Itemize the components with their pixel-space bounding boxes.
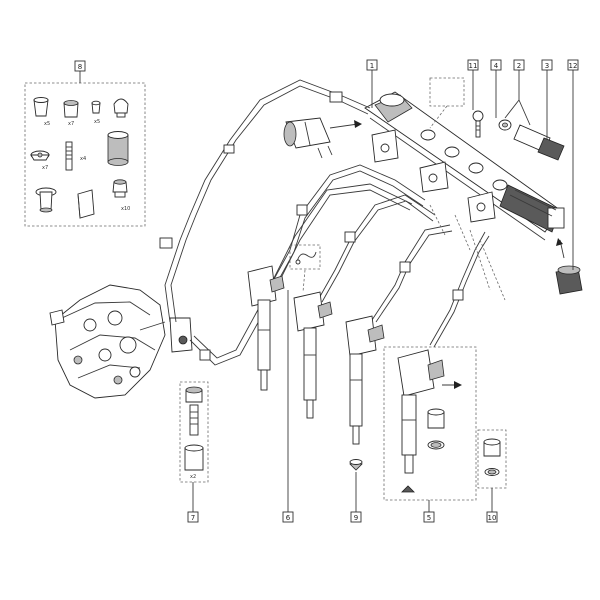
kit-5-box [383,346,477,501]
washer-4 [498,119,512,131]
injector-line-3 [371,224,453,323]
dome-cap-part [113,98,129,118]
svg-text:12: 12 [569,62,578,70]
seal-cap-part [33,97,49,117]
callout-7: 7 [187,511,199,523]
injector-1 [247,265,285,391]
kit-8-box: x5 x7 x5 x7 x4 [24,71,146,227]
callout-10: 10 [486,511,498,523]
high-pressure-pump [49,284,193,399]
fuel-return-line [159,79,371,323]
kit-qty-7: x2 [190,474,196,480]
svg-text:5: 5 [427,514,431,522]
callout-12: 12 [567,59,579,71]
svg-text:9: 9 [354,514,358,522]
callout-5: 5 [423,511,435,523]
leader-lines [192,70,574,512]
injector-2 [293,291,333,419]
callout-11: 11 [467,59,479,71]
callout-3: 3 [541,59,553,71]
callout-1: 1 [366,59,378,71]
banjo-fitting-part [30,150,50,161]
kit-qty-6: x10 [121,206,130,212]
clip-6 [289,244,321,270]
svg-text:8: 8 [78,63,82,71]
kit-10-box [477,429,507,489]
callout-4: 4 [490,59,502,71]
plug-part [63,100,79,118]
detail-box-rail [429,77,465,107]
kit-qty-4: x7 [42,165,48,171]
svg-text:3: 3 [545,62,549,70]
injector-line-2 [317,194,436,303]
kit-qty-5: x4 [80,156,86,162]
sleeve-part [107,131,129,166]
callout-9: 9 [350,511,362,523]
callout-8: 8 [74,60,86,72]
small-cap-part [91,100,101,114]
hex-nut-part [112,179,128,198]
rail-connector [283,117,333,159]
kit-7-box [179,381,209,483]
pressure-sensor [513,124,565,161]
callout-2: 2 [513,59,525,71]
svg-text:11: 11 [469,62,478,70]
threaded-stud-part [65,141,73,171]
flanged-bush-part [35,187,57,213]
svg-text:4: 4 [494,62,499,70]
injector-line-4 [429,231,490,348]
fuel-rail [364,91,565,241]
injector-3 [345,315,385,471]
arrow-to-rail [329,120,362,129]
svg-text:6: 6 [286,514,291,522]
pump-to-rail-line [189,183,413,366]
bolt-11 [472,110,484,138]
arrow-to-plug [556,238,565,259]
injector-line-1 [267,164,426,293]
kit-qty-2: x7 [68,121,74,127]
svg-text:10: 10 [488,514,497,522]
svg-text:2: 2 [517,62,521,70]
plug-12 [555,265,583,295]
svg-text:7: 7 [191,514,195,522]
svg-text:1: 1 [370,62,374,70]
kit-qty-1: x5 [44,121,50,127]
kit-qty-3: x5 [94,119,100,125]
callout-6: 6 [282,511,294,523]
instruction-leaflet-part [77,189,95,219]
